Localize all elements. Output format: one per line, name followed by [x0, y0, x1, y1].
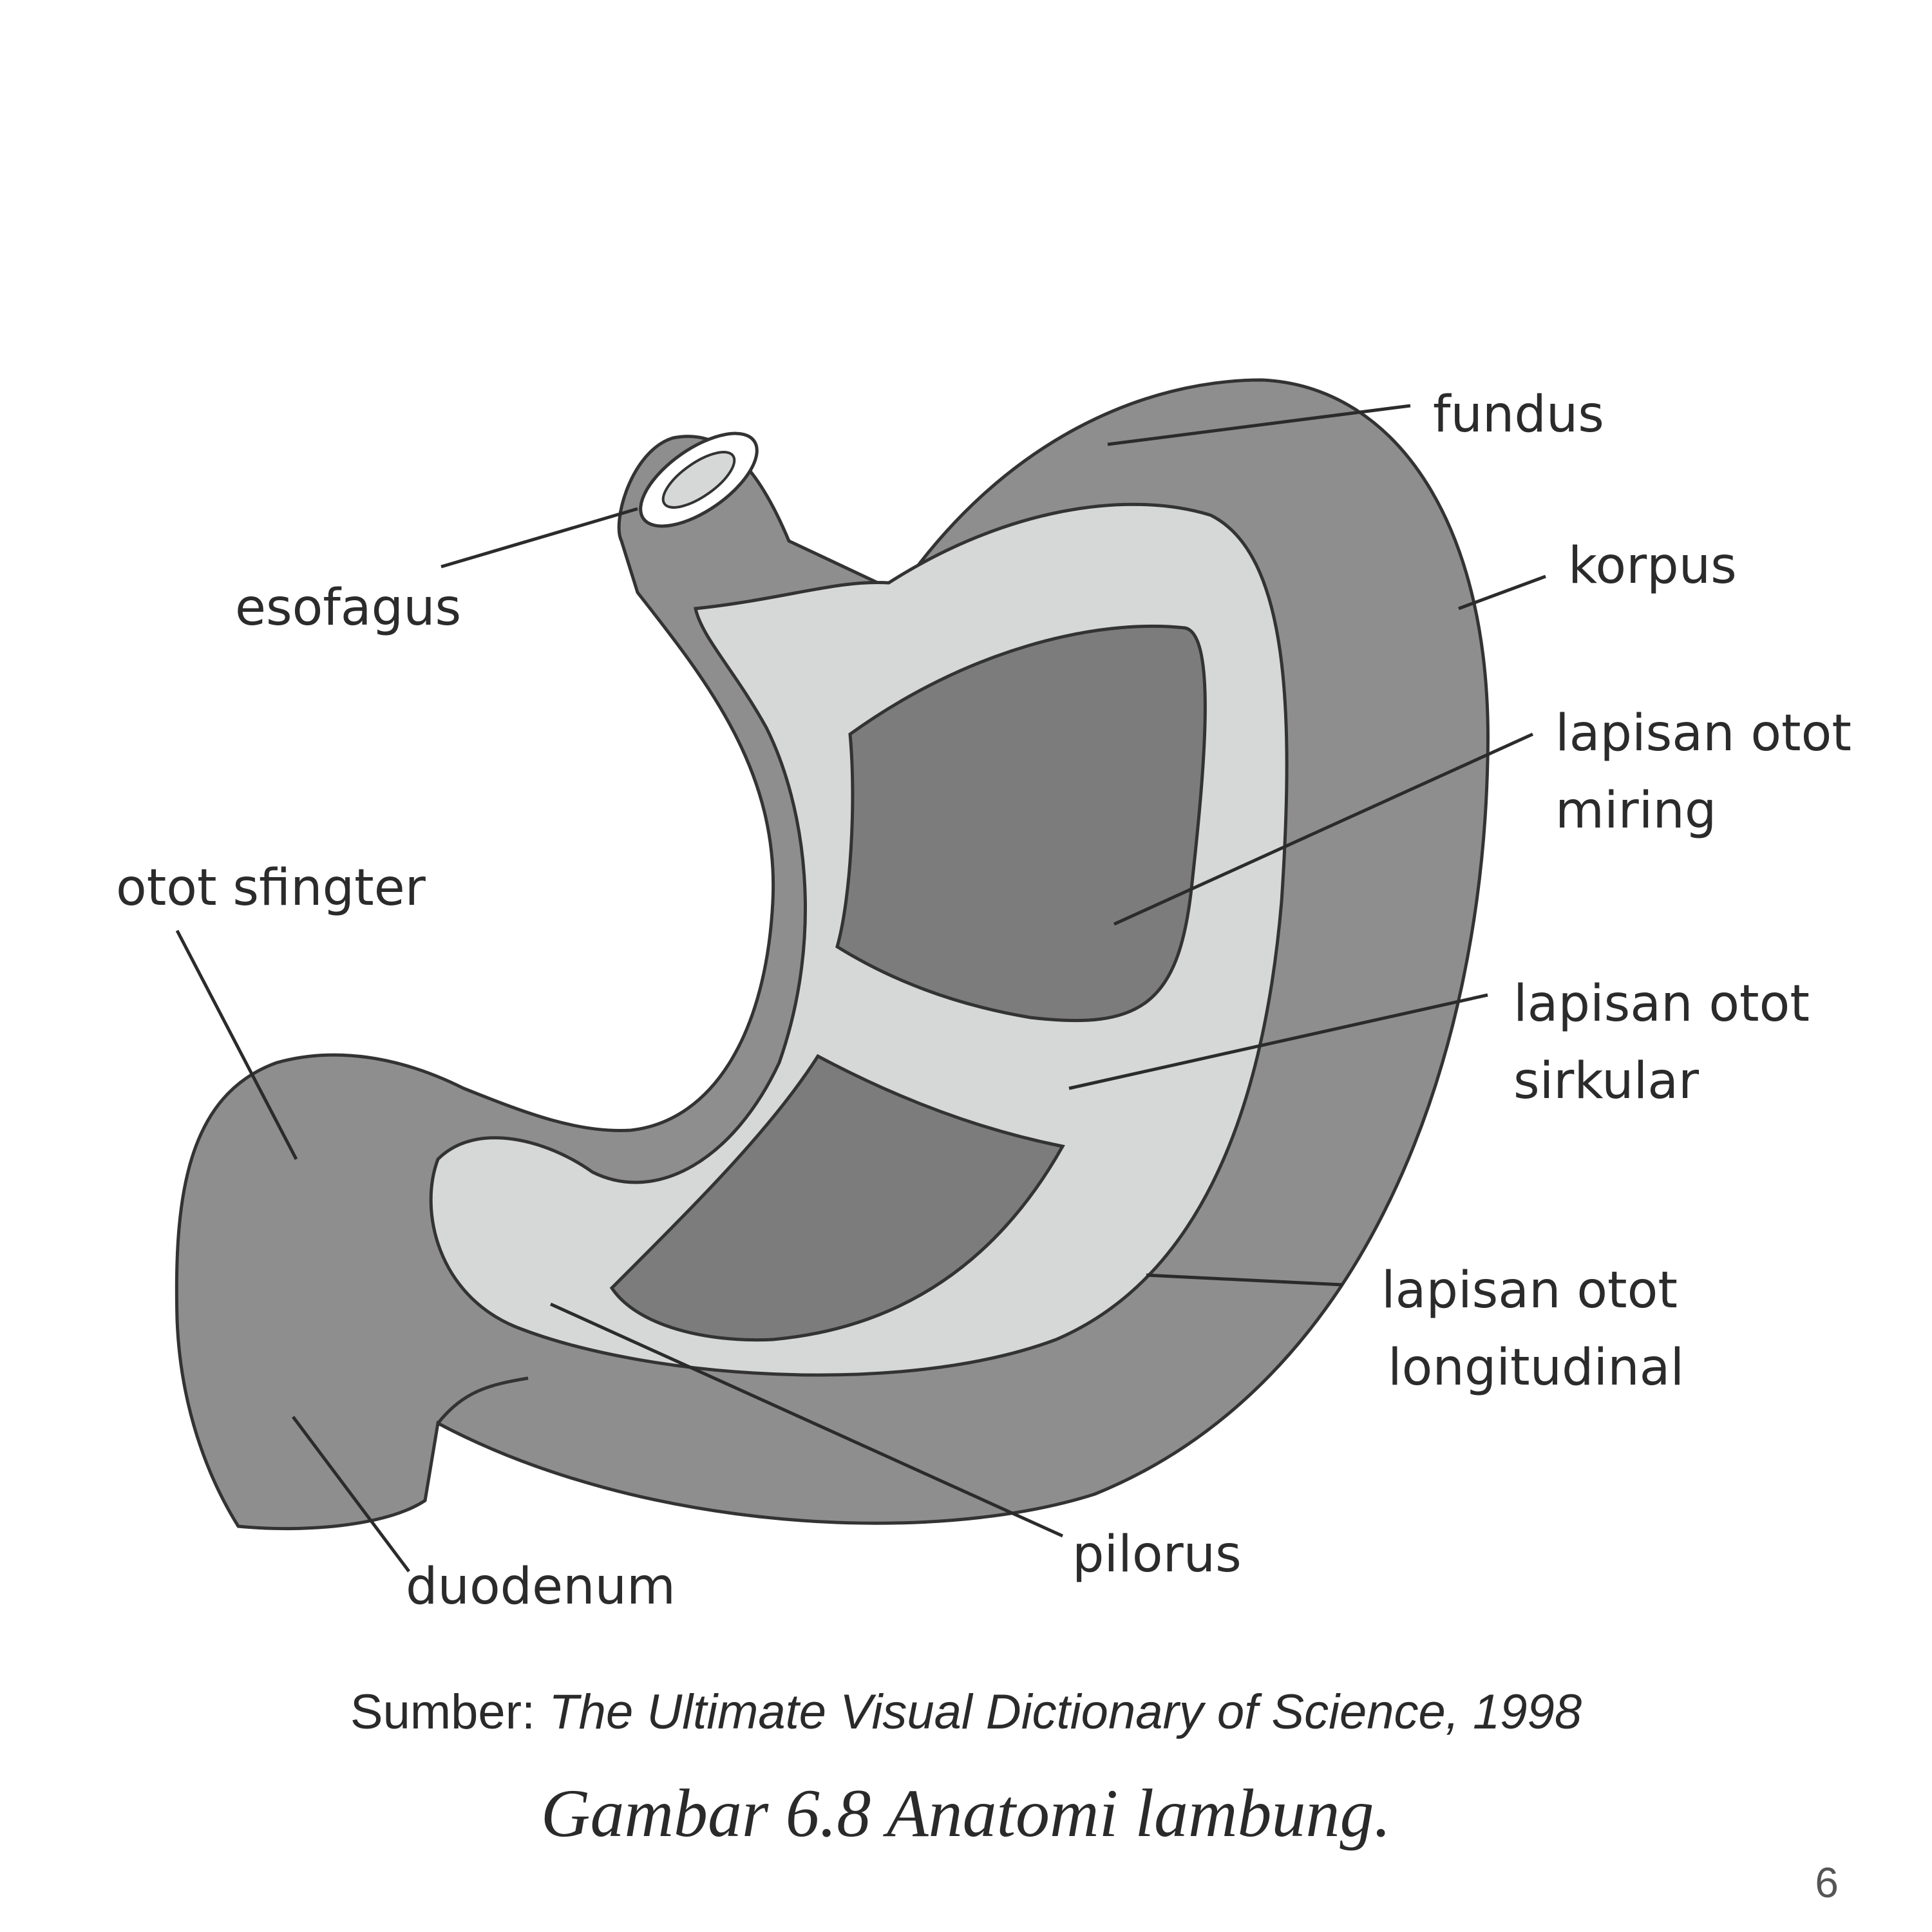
label-fundus: fundus [1433, 386, 1604, 444]
source-credit: Sumber: The Ultimate Visual Dictionary o… [0, 1684, 1932, 1740]
label-sfingter: otot sfingter [116, 859, 426, 917]
leader-sirkular [1068, 993, 1488, 1090]
label-miring-line1: lapisan otot [1555, 705, 1852, 762]
source-prefix: Sumber: [350, 1685, 536, 1739]
label-sirkular-line2: sirkular [1513, 1052, 1700, 1110]
leader-miring [1113, 732, 1534, 926]
leader-duodenum [292, 1416, 410, 1573]
source-title: The Ultimate Visual Dictionary of Scienc… [549, 1685, 1582, 1739]
leader-sfingter [175, 929, 298, 1160]
label-longitudinal-line1: lapisan otot [1381, 1262, 1678, 1320]
leader-korpus [1458, 574, 1546, 611]
label-longitudinal-line2: longitudinal [1388, 1339, 1684, 1397]
pylorus-fold [437, 1376, 529, 1425]
label-duodenum: duodenum [406, 1558, 676, 1616]
label-miring-line2: miring [1555, 782, 1716, 840]
inner-oblique-lower [609, 1054, 1065, 1342]
label-pilorus: pilorus [1072, 1526, 1242, 1584]
leader-longitudinal [1146, 1273, 1343, 1287]
label-korpus: korpus [1568, 537, 1737, 595]
leader-fundus [1107, 404, 1411, 446]
leader-pilorus [549, 1302, 1064, 1538]
label-esofagus: esofagus [235, 579, 461, 637]
figure-caption: Gambar 6.8 Anatomi lambung. [540, 1776, 1392, 1851]
inner-oblique-upper [835, 624, 1207, 1023]
page-number: 6 [1815, 1859, 1839, 1906]
label-sirkular-line1: lapisan otot [1513, 975, 1810, 1033]
leader-esofagus [440, 507, 638, 569]
